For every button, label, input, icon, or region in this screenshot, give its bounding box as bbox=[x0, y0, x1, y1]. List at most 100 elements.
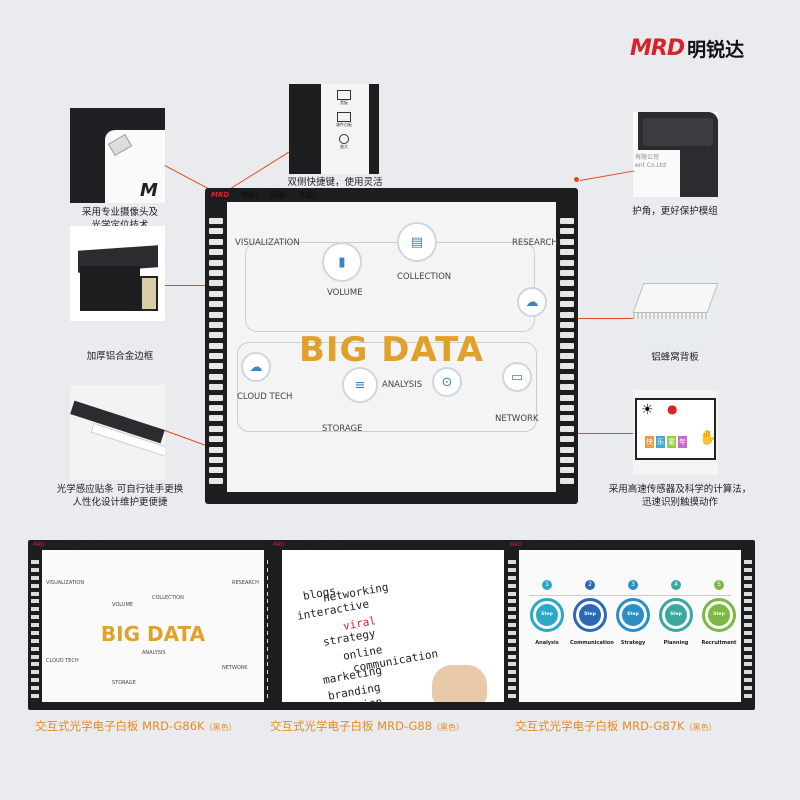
blackboard-icon bbox=[337, 90, 351, 100]
step-ring: Step One bbox=[530, 598, 564, 639]
mini-left-strip bbox=[508, 560, 516, 698]
mini-logo: MRD bbox=[273, 542, 285, 548]
brand-name: 明锐达 bbox=[687, 39, 745, 61]
label-collection: COLLECTION bbox=[397, 272, 452, 282]
mini-topbar: MRD 年级: 班级: 名言: bbox=[270, 540, 344, 550]
honeycomb-caption: 铝蜂窝背板 bbox=[651, 352, 699, 363]
hotkeys-caption: 双侧快捷键，使用灵活 bbox=[287, 177, 383, 188]
frame-inset bbox=[70, 226, 165, 321]
mini-left-strip bbox=[31, 560, 39, 698]
product-color: （黑色） bbox=[204, 723, 237, 732]
mini-label-visualization: VISUALIZATION bbox=[46, 580, 85, 586]
corner-text-2: ent Co.Ltd bbox=[635, 162, 666, 169]
leader-line bbox=[560, 318, 633, 319]
mini-screen: VISUALIZATION VOLUME COLLECTION RESEARCH… bbox=[42, 550, 264, 702]
board-logo: MRD bbox=[211, 191, 230, 199]
step-name: Step Five bbox=[708, 604, 730, 639]
flow-path bbox=[237, 342, 537, 432]
corner-text-1: 有限公司 bbox=[635, 154, 660, 161]
corner-caption: 护角，更好保护模组 bbox=[632, 206, 718, 217]
step-title: Strategy bbox=[620, 640, 646, 646]
mini-class: 班级: bbox=[549, 542, 562, 549]
product-board-g88: MRD 年级: 班级: 名言: blogs networking interac… bbox=[268, 540, 518, 710]
product-board-g86k: MRD 年级: 班级: 名言: VISUALIZATION VOLUME COL… bbox=[28, 540, 278, 710]
class-label: 班级: bbox=[269, 191, 287, 199]
right-hotkey-strip[interactable] bbox=[560, 218, 574, 484]
mini-motto: 名言: bbox=[92, 542, 104, 549]
big-data-title: BIG DATA bbox=[298, 330, 485, 370]
product-label-g87k: 交互式光学电子白板 MRD-G87K（黑色） bbox=[515, 718, 717, 734]
label-analysis: ANALYSIS bbox=[382, 380, 423, 390]
collection-icon: ▤ bbox=[397, 222, 437, 262]
brand-logo: MRD 明锐达 bbox=[630, 35, 744, 62]
mini-label-cloud: CLOUD TECH bbox=[46, 658, 79, 664]
sensor-char: 快 bbox=[645, 436, 654, 448]
steps-line bbox=[529, 595, 731, 596]
step-name: Step Three bbox=[622, 604, 644, 639]
flow-path bbox=[245, 242, 535, 332]
cloud-network-icon: ☁ bbox=[517, 287, 547, 317]
step-number: 2 bbox=[585, 580, 595, 590]
storage-icon: ≡ bbox=[342, 367, 378, 403]
mini-logo: MRD bbox=[33, 542, 45, 548]
label-network: NETWORK bbox=[495, 414, 539, 424]
mini-topbar: MRD 年级: 班级: 名言: bbox=[30, 540, 104, 550]
balloon-icon: ● bbox=[667, 402, 678, 416]
magnifier-icon bbox=[339, 134, 349, 144]
cloud-icon: ☁ bbox=[241, 352, 271, 382]
leader-line bbox=[540, 433, 633, 434]
frame-caption: 加厚铝合金边框 bbox=[86, 351, 154, 362]
board-screen[interactable]: VISUALIZATION ▮ VOLUME ▤ COLLECTION RESE… bbox=[227, 202, 558, 492]
sensor-inset: ☀ ● 快 乐 童 年 ✋ bbox=[633, 390, 718, 475]
product-model: 交互式光学电子白板 MRD-G88 bbox=[270, 719, 433, 733]
mini-class: 班级: bbox=[72, 542, 85, 549]
step-name: Step One bbox=[536, 604, 558, 639]
label-research: RESEARCH bbox=[512, 238, 558, 248]
leader-line bbox=[580, 170, 635, 181]
left-hotkey-strip[interactable] bbox=[209, 218, 223, 484]
whiteboard-icon bbox=[337, 112, 351, 122]
mini-grade: 年级: bbox=[52, 542, 65, 549]
product-model: 交互式光学电子白板 MRD-G87K bbox=[515, 719, 685, 733]
sun-icon: ☀ bbox=[641, 402, 654, 418]
leader-dot bbox=[574, 177, 579, 182]
mini-class: 班级: bbox=[312, 542, 325, 549]
hotkey-label: 放大 bbox=[340, 144, 348, 149]
leader-line bbox=[165, 285, 210, 286]
camera-inset: M bbox=[70, 108, 165, 203]
hotkey-zoom[interactable]: 放大 bbox=[339, 134, 349, 150]
mini-grade: 年级: bbox=[292, 542, 305, 549]
main-whiteboard: MRD 年级: 班级: 名言: VISUALIZATION ▮ VOLUME ▤… bbox=[205, 188, 578, 504]
step-number: 3 bbox=[628, 580, 638, 590]
hotkey-label: 课件白板 bbox=[336, 122, 352, 127]
step-title: Planning bbox=[663, 640, 689, 646]
hand-pen-icon bbox=[432, 665, 487, 702]
hotkey-courseware[interactable]: 课件白板 bbox=[336, 112, 352, 128]
product-color: （黑色） bbox=[432, 723, 465, 732]
mini-label-network: NETWORK bbox=[222, 665, 248, 671]
sensor-caption: 采用高速传感器及科学的计算法， 迅速识别触摸动作 bbox=[608, 484, 752, 508]
step-number: 1 bbox=[542, 580, 552, 590]
sticker-caption: 光学感应贴条 可自行徒手更换 人性化设计维护更便捷 bbox=[56, 484, 184, 508]
step-ring: Step Five bbox=[702, 598, 736, 639]
brand-mark: MRD bbox=[630, 36, 685, 61]
label-volume: VOLUME bbox=[327, 288, 363, 298]
label-cloud: CLOUD TECH bbox=[237, 392, 293, 402]
volume-icon: ▮ bbox=[322, 242, 362, 282]
mini-grade: 年级: bbox=[529, 542, 542, 549]
hotkey-blackboard[interactable]: 黑板 bbox=[337, 90, 351, 106]
step-number: 4 bbox=[671, 580, 681, 590]
motto-label: 名言: bbox=[298, 191, 316, 199]
sensor-char: 乐 bbox=[656, 436, 665, 448]
mini-label-research: RESEARCH bbox=[232, 580, 259, 586]
corner-inset: 有限公司 ent Co.Ltd bbox=[633, 112, 718, 197]
mini-right-strip bbox=[744, 560, 752, 698]
monitor-icon: ▭ bbox=[502, 362, 532, 392]
mini-motto: 名言: bbox=[332, 542, 344, 549]
mini-big-data: BIG DATA bbox=[100, 622, 206, 646]
step-ring: Step Two bbox=[573, 598, 607, 639]
